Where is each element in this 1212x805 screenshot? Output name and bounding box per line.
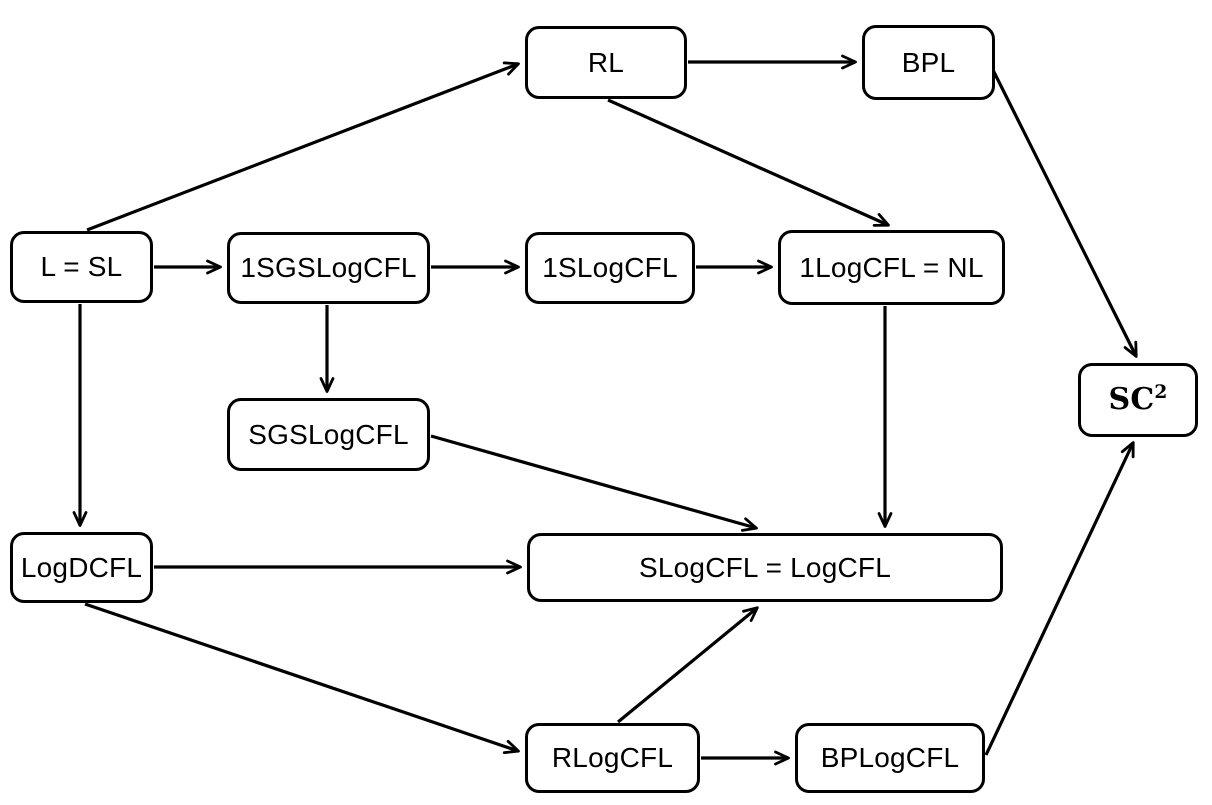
edge-rl-to-1logcfl-nl: [607, 98, 890, 227]
edge-bplogcfl-to-sc2: [984, 441, 1135, 756]
node-bpl: BPL: [862, 25, 995, 100]
node-bpl-label: BPL: [901, 46, 956, 78]
node-bplogcfl: BPLogCFL: [795, 723, 985, 793]
node-sc2-label: SC2: [1108, 382, 1168, 417]
edge-bpl-to-sc2: [991, 69, 1138, 358]
node-logdcfl-label: LogDCFL: [20, 551, 143, 583]
node-l-sl-label: L = SL: [40, 251, 123, 282]
node-1sgslogcfl-label: 1SGSLogCFL: [240, 252, 417, 283]
edge-logdcfl-to-rlogcfl: [84, 602, 520, 755]
node-1logcfl-nl-label: 1LogCFL = NL: [799, 251, 984, 283]
edge-rlogcfl-to-slogcfl-logcfl: [616, 606, 759, 724]
node-1slogcfl-label: 1SLogCFL: [542, 252, 678, 283]
node-sc2: SC2: [1078, 363, 1198, 437]
edge-sgslogcfl-to-slogcfl-logcfl: [430, 434, 758, 532]
node-rlogcfl: RLogCFL: [525, 723, 700, 793]
node-slogcfl-logcfl: SLogCFL = LogCFL: [527, 533, 1003, 602]
edge-l-sl-to-rl: [86, 61, 520, 232]
node-rlogcfl-label: RLogCFL: [551, 742, 674, 773]
node-logdcfl: LogDCFL: [10, 532, 153, 603]
node-1slogcfl: 1SLogCFL: [525, 232, 695, 304]
node-bplogcfl-label: BPLogCFL: [820, 742, 960, 773]
node-1logcfl-nl: 1LogCFL = NL: [778, 230, 1005, 305]
node-l-sl: L = SL: [10, 231, 153, 303]
node-rl: RL: [525, 26, 687, 99]
node-rl-label: RL: [587, 46, 625, 78]
node-sgslogcfl: SGSLogCFL: [227, 398, 430, 471]
node-slogcfl-logcfl-label: SLogCFL = LogCFL: [639, 551, 891, 583]
node-sgslogcfl-label: SGSLogCFL: [248, 418, 409, 450]
node-1sgslogcfl: 1SGSLogCFL: [227, 232, 430, 304]
